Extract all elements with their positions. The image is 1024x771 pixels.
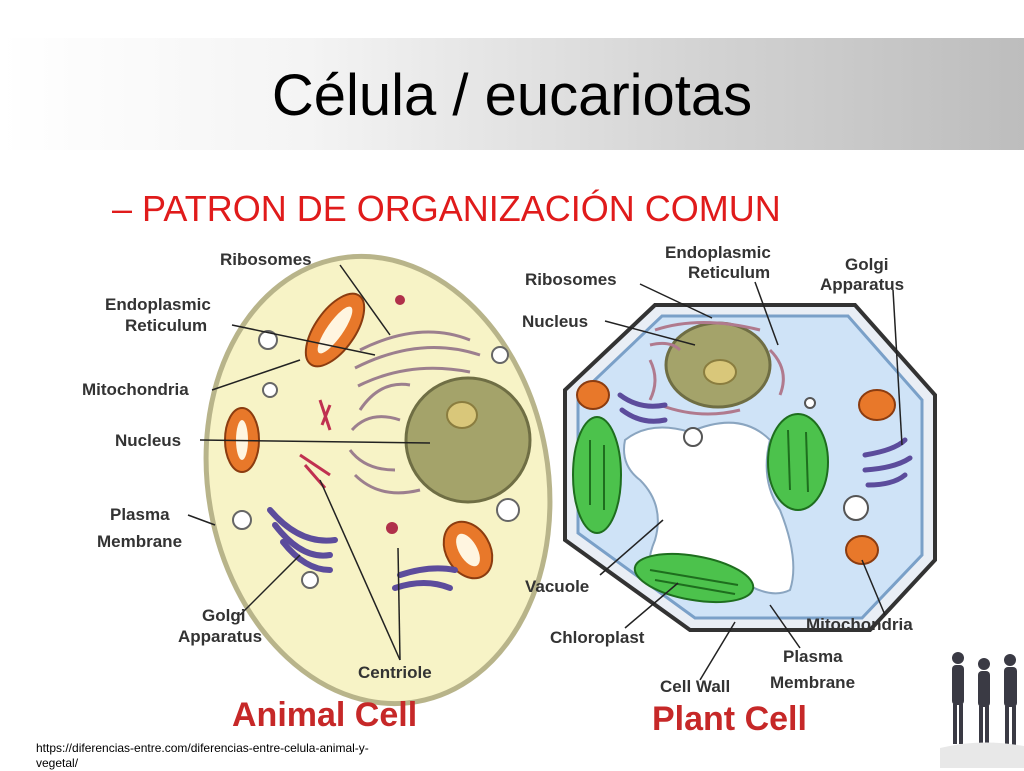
label-animal-plasma-1: Plasma (110, 505, 170, 524)
label-plant-mitochondria: Mitochondria (806, 615, 913, 634)
title-band (0, 38, 1024, 150)
plant-leader-lines (599, 281, 903, 681)
animal-nucleus (404, 376, 532, 504)
label-plant-golgi-1: Golgi (845, 255, 888, 274)
label-animal-nucleus: Nucleus (115, 431, 181, 450)
animal-plasma-membrane (203, 253, 553, 707)
label-animal-ribosomes: Ribosomes (220, 250, 312, 269)
slide-subtitle: – PATRON DE ORGANIZACIÓN COMUN (112, 188, 781, 229)
animal-leader-lines (187, 264, 431, 661)
slide-title: Célula / eucariotas (271, 63, 753, 128)
label-plant-golgi-2: Apparatus (820, 275, 904, 294)
animal-endoplasmic-reticulum (348, 330, 481, 495)
label-plant-plasma-2: Membrane (770, 673, 855, 692)
label-plant-nucleus: Nucleus (522, 312, 588, 331)
label-plant-plasma-1: Plasma (783, 647, 843, 666)
people-silhouette-decoration (940, 652, 1024, 768)
animal-cell-caption: Animal Cell (232, 696, 417, 734)
label-animal-plasma-2: Membrane (97, 532, 182, 551)
label-plant-chloroplast: Chloroplast (550, 628, 645, 647)
animal-centriole (299, 399, 332, 489)
plant-cell-caption: Plant Cell (652, 700, 807, 738)
plant-thylakoids (589, 429, 809, 595)
plant-nucleolus (703, 359, 737, 385)
animal-cell: Ribosomes Endoplasmic Reticulum Mitochon… (82, 250, 553, 734)
plant-golgi (617, 392, 913, 488)
label-animal-mitochondria: Mitochondria (82, 380, 189, 399)
animal-vesicles (232, 330, 520, 589)
plant-vacuole (623, 421, 795, 595)
label-plant-er-2: Reticulum (688, 263, 770, 282)
animal-golgi (267, 507, 458, 591)
label-plant-vacuole: Vacuole (525, 577, 589, 596)
label-animal-golgi-1: Golgi (202, 606, 245, 625)
plant-cell: Endoplasmic Reticulum Golgi Apparatus Ri… (522, 243, 937, 738)
label-plant-er-1: Endoplasmic (665, 243, 771, 262)
label-plant-ribosomes: Ribosomes (525, 270, 617, 289)
animal-ribosome-dots (386, 295, 405, 534)
label-animal-er-2: Reticulum (125, 316, 207, 335)
label-animal-centriole: Centriole (358, 663, 432, 682)
plant-endoplasmic-reticulum (648, 321, 785, 416)
label-animal-er-1: Endoplasmic (105, 295, 211, 314)
plant-mitochondria (576, 380, 896, 565)
animal-nucleolus (446, 401, 478, 429)
cell-diagram: Ribosomes Endoplasmic Reticulum Mitochon… (82, 243, 937, 738)
plant-vesicles (683, 397, 869, 521)
label-animal-golgi-2: Apparatus (178, 627, 262, 646)
label-plant-cell-wall: Cell Wall (660, 677, 730, 696)
source-url: https://diferencias-entre.com/diferencia… (36, 741, 369, 770)
